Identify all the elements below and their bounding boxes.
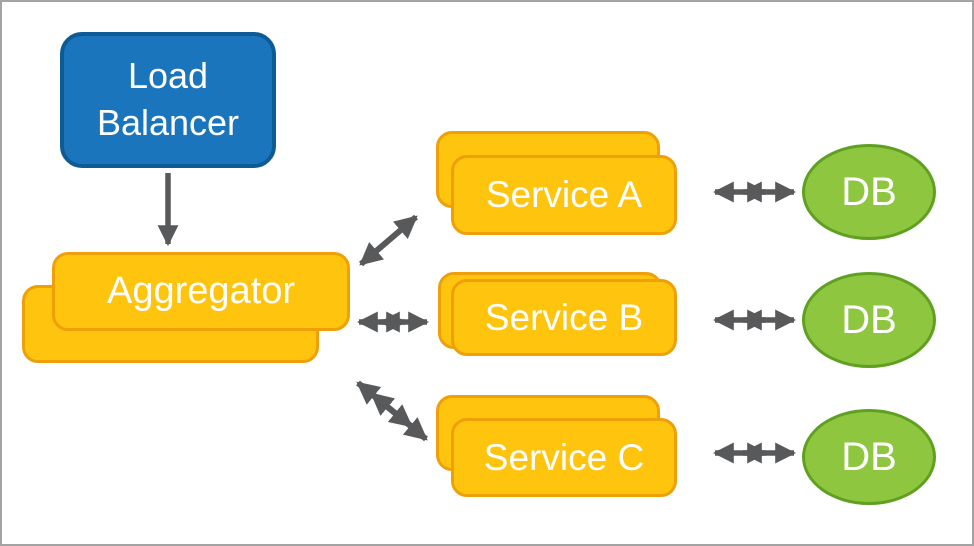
service-b-label: Service B [484,296,644,338]
service-a-label: Service A [485,174,643,215]
service-c-label: Service C [483,436,645,478]
service-c-node: Service C [451,418,677,497]
db-1-label: DB [841,169,897,214]
arrow-aggregator-service-c-2 [370,391,428,442]
load-balancer-node: Load Balancer [60,32,276,168]
db-node-2: DB [802,272,936,368]
db-node-3: DB [802,409,936,505]
db-node-1: DB [802,144,936,240]
db-3-label: DB [841,434,897,479]
arrow-aggregator-service-a [359,214,418,267]
db-2-label: DB [841,297,897,342]
arrow-aggregator-service-c [356,380,413,429]
service-b-node: Service B [451,279,677,356]
aggregator-node: Aggregator [52,252,350,331]
load-balancer-label: Load Balancer [96,55,240,143]
service-a-node: Service A [451,155,677,235]
aggregator-label: Aggregator [106,270,295,312]
